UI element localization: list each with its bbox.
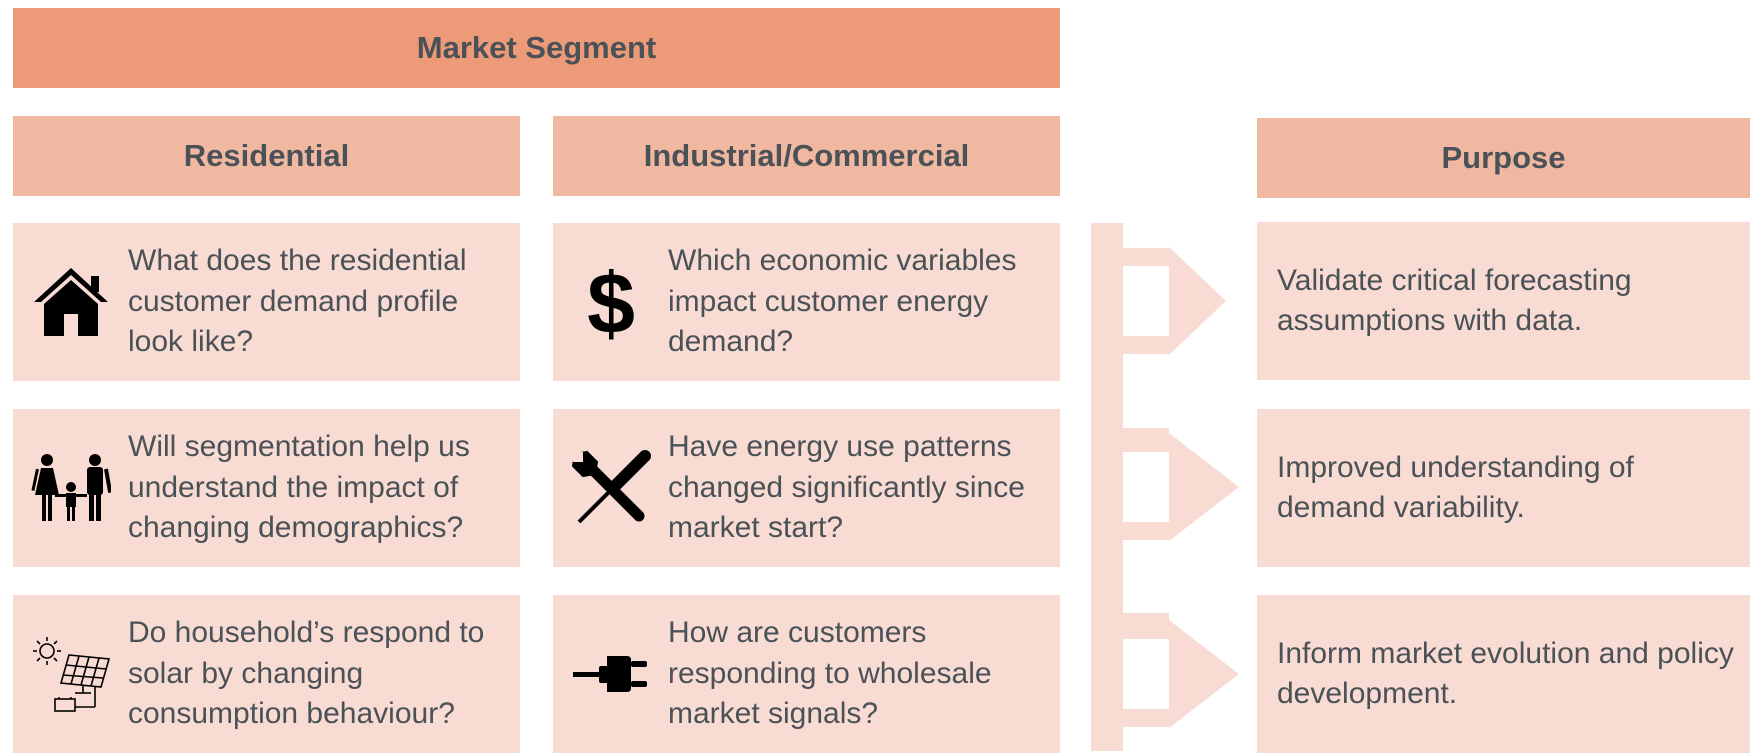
industrial-item-3: How are customers responding to wholesal… (553, 595, 1060, 753)
tools-icon (553, 450, 668, 526)
residential-header: Residential (13, 116, 520, 196)
arrow-right-icon-1 (1123, 247, 1226, 355)
residential-item-1-text: What does the residential customer deman… (128, 244, 467, 359)
purpose-item-1: Validate critical forecasting assumption… (1257, 222, 1750, 380)
purpose-item-2-text: Improved understanding of demand variabi… (1277, 450, 1634, 525)
plug-icon (553, 652, 668, 696)
svg-text:$: $ (587, 261, 635, 343)
house-icon (13, 266, 128, 338)
purpose-item-3-text: Inform market evolution and policy devel… (1277, 636, 1734, 711)
industrial-item-2: Have energy use patterns changed signifi… (553, 409, 1060, 567)
residential-item-3-text: Do household’s respond to solar by chang… (128, 616, 485, 731)
industrial-item-1: $ Which economic variables impact custom… (553, 223, 1060, 381)
arrow-connector (1091, 223, 1239, 751)
residential-item-3: Do household’s respond to solar by chang… (13, 595, 520, 753)
purpose-item-1-text: Validate critical forecasting assumption… (1277, 263, 1632, 338)
industrial-item-1-text: Which economic variables impact customer… (668, 244, 1017, 359)
solar-panel-icon (13, 635, 128, 713)
arrow-right-icon-3 (1123, 613, 1239, 728)
purpose-header: Purpose (1257, 118, 1750, 198)
industrial-item-3-text: How are customers responding to wholesal… (668, 616, 992, 731)
family-icon (13, 453, 128, 523)
arrow-right-icon-2 (1123, 428, 1239, 541)
residential-item-2-text: Will segmentation help us understand the… (128, 430, 470, 545)
purpose-item-2: Improved understanding of demand variabi… (1257, 409, 1750, 567)
dollar-icon: $ (553, 261, 668, 343)
industrial-item-2-text: Have energy use patterns changed signifi… (668, 430, 1025, 545)
market-segment-header: Market Segment (13, 8, 1060, 88)
residential-item-1: What does the residential customer deman… (13, 223, 520, 381)
purpose-item-3: Inform market evolution and policy devel… (1257, 595, 1750, 753)
residential-item-2: Will segmentation help us understand the… (13, 409, 520, 567)
industrial-header: Industrial/Commercial (553, 116, 1060, 196)
